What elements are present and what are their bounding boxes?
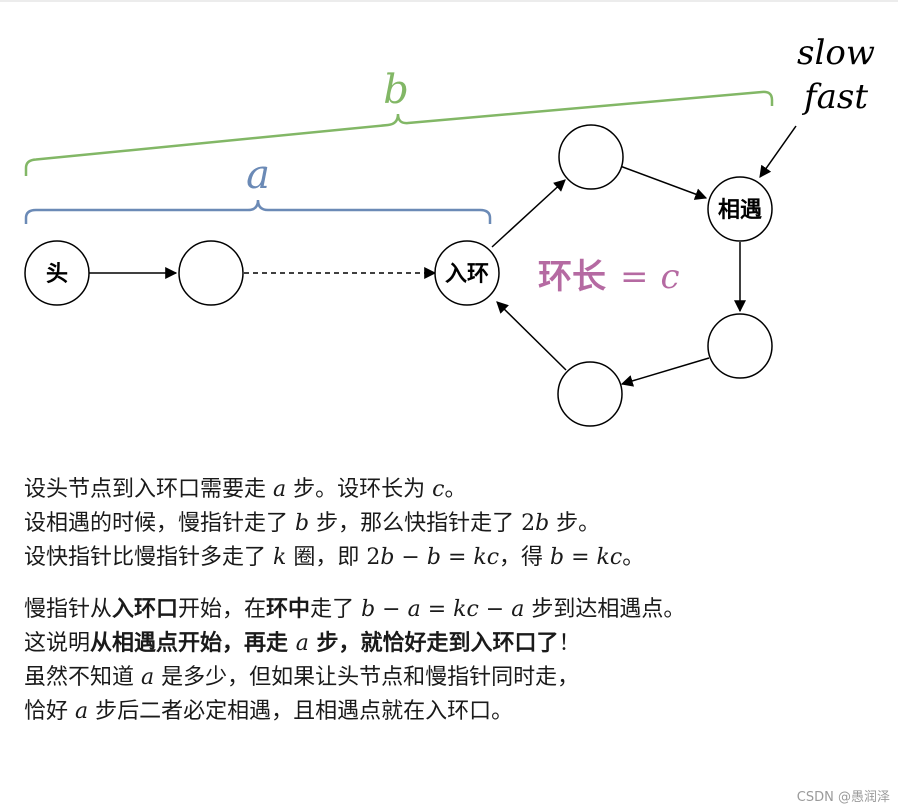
bold-segment: 环中 (266, 597, 311, 622)
math-var: b (380, 545, 395, 570)
paragraph-gap (24, 575, 884, 593)
edge-right-to-bottom (620, 357, 710, 387)
loop-length-var: c (661, 257, 680, 297)
math-var: b (535, 511, 550, 536)
math-var: c (432, 477, 445, 502)
linked-list-cycle-diagram: b a slow fast 头 入环 相遇 环长 = c (24, 33, 875, 427)
text-segment: 虽然不知道 (24, 665, 141, 690)
math-var: b (361, 597, 376, 622)
bold-segment: 从相遇点开始，再走 (90, 631, 296, 656)
text-segment: 是多少，但如果让头节点和慢指针同时走， (154, 665, 580, 690)
explanation-text: 设头节点到入环口需要走 a 步。设环长为 c。 设相遇的时候，慢指针走了 b 步… (24, 473, 884, 729)
loop-length-text: 环长 (538, 257, 606, 297)
node-entry: 入环 (434, 240, 500, 306)
edge-top-to-meet (619, 165, 708, 200)
node-head: 头 (24, 240, 90, 306)
math-var: k (273, 545, 287, 570)
node-entry-label: 入环 (445, 262, 489, 287)
math-operator: = (440, 545, 474, 570)
edge-entry-to-top (491, 179, 566, 248)
explanation-line-5: 这说明从相遇点开始，再走 a 步，就恰好走到入环口了！ (24, 627, 884, 661)
math-number: 2 (366, 545, 381, 570)
node-cycle-right (707, 313, 773, 379)
math-var: a (511, 597, 525, 622)
text-segment: 开始，在 (178, 597, 267, 622)
brace-a-label: a (246, 152, 270, 198)
pointer-fast-label: fast (801, 77, 868, 117)
math-var: b (550, 545, 565, 570)
text-segment: 步，那么快指针走了 (309, 511, 522, 536)
math-var: a (407, 597, 421, 622)
text-segment: 恰好 (24, 699, 75, 724)
math-var: kc (596, 545, 623, 570)
node-second (178, 240, 244, 306)
brace-b (24, 90, 774, 176)
math-var: a (295, 631, 309, 656)
text-segment: ！ (558, 631, 581, 656)
explanation-line-2: 设相遇的时候，慢指针走了 b 步，那么快指针走了 2b 步。 (24, 507, 884, 541)
math-operator: − (394, 545, 427, 570)
loop-length-label: 环长 = c (538, 257, 680, 297)
brace-b-label: b (383, 67, 409, 113)
explanation-line-4: 慢指针从入环口开始，在环中走了 b − a = kc − a 步到达相遇点。 (24, 593, 884, 627)
text-segment: 。 (622, 545, 645, 570)
math-operator: = (420, 597, 454, 622)
text-segment: 步。 (549, 511, 601, 536)
brace-a (24, 199, 492, 224)
node-cycle-top (558, 124, 624, 190)
edge-pointer-to-meet (759, 125, 797, 178)
node-head-label: 头 (46, 262, 68, 287)
math-var: b (295, 511, 310, 536)
text-segment: 慢指针从 (24, 597, 113, 622)
math-var: kc (473, 545, 500, 570)
node-meet: 相遇 (707, 176, 773, 242)
text-segment: 设快指针比慢指针多走了 (24, 545, 273, 570)
bold-segment: 步，就恰好走到入环口了 (308, 631, 559, 656)
text-segment: 走了 (310, 597, 362, 622)
math-var: a (273, 477, 287, 502)
math-number: 2 (521, 511, 536, 536)
explanation-line-3: 设快指针比慢指针多走了 k 圈，即 2b − b = kc，得 b = kc。 (24, 541, 884, 575)
math-var: a (141, 665, 155, 690)
loop-length-eq: = (620, 257, 649, 297)
text-segment: 。 (444, 477, 467, 502)
top-divider (0, 0, 898, 2)
explanation-line-7: 恰好 a 步后二者必定相遇，且相遇点就在入环口。 (24, 695, 884, 729)
text-segment: 设相遇的时候，慢指针走了 (24, 511, 295, 536)
text-segment: 步到达相遇点。 (524, 597, 686, 622)
text-segment: 步后二者必定相遇，且相遇点就在入环口。 (88, 699, 514, 724)
text-segment: 圈，即 (286, 545, 367, 570)
text-segment: 这说明 (24, 631, 91, 656)
node-meet-label: 相遇 (718, 198, 762, 223)
math-operator: − (375, 597, 408, 622)
math-operator: = (564, 545, 597, 570)
explanation-line-1: 设头节点到入环口需要走 a 步。设环长为 c。 (24, 473, 884, 507)
edge-bottom-to-entry (496, 301, 567, 371)
math-var: b (426, 545, 441, 570)
explanation-line-6: 虽然不知道 a 是多少，但如果让头节点和慢指针同时走， (24, 661, 884, 695)
watermark: CSDN @愚润泽 (796, 790, 890, 805)
text-segment: ，得 (499, 545, 551, 570)
node-cycle-bottom (557, 361, 623, 427)
bold-segment: 入环口 (112, 597, 179, 622)
math-var: kc (453, 597, 479, 622)
math-var: a (75, 699, 89, 724)
text-segment: 步。设环长为 (286, 477, 433, 502)
pointer-slow-label: slow (797, 33, 875, 73)
math-operator: − (478, 597, 512, 622)
text-segment: 设头节点到入环口需要走 (24, 477, 273, 502)
